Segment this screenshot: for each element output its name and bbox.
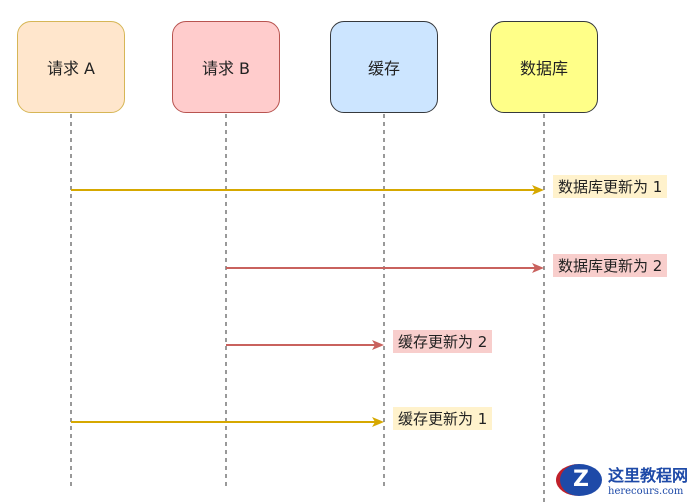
participant-label: 请求 B — [201, 59, 251, 78]
participant-cache: 缓存 — [330, 21, 438, 113]
watermark-url: herecours.com — [608, 486, 684, 497]
watermark-title: 这里教程网 — [608, 466, 689, 485]
participant-label: 请求 A — [46, 59, 96, 78]
participant-request-b: 请求 B — [172, 21, 280, 113]
message-label: 数据库更新为 1 — [553, 175, 668, 198]
participant-database: 数据库 — [490, 21, 598, 113]
participant-request-a: 请求 A — [17, 21, 125, 113]
watermark-logo-icon: Z — [556, 463, 602, 496]
message-label: 缓存更新为 2 — [393, 330, 493, 353]
participant-label: 数据库 — [519, 59, 568, 78]
message-label: 数据库更新为 2 — [553, 254, 668, 277]
participant-label: 缓存 — [367, 59, 400, 78]
message-label: 缓存更新为 1 — [393, 407, 493, 430]
watermark: Z 这里教程网 herecours.com — [556, 462, 688, 497]
